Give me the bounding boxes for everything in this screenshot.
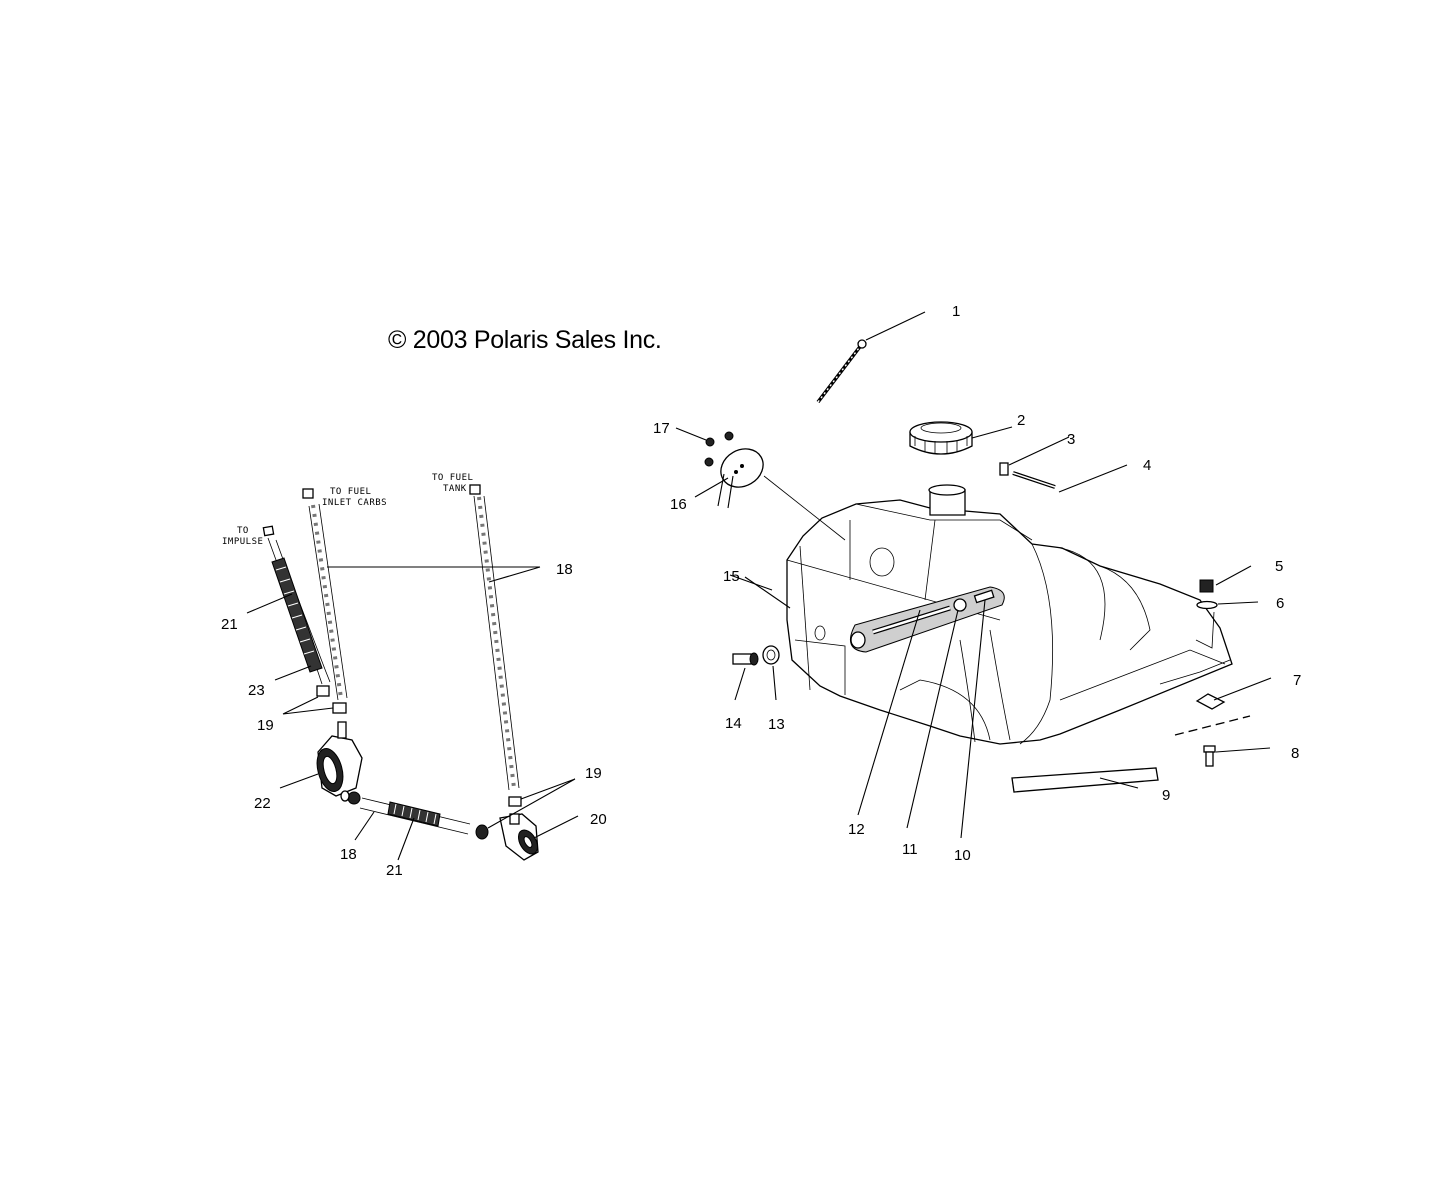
- bolt: [1203, 745, 1216, 767]
- callout-16: 16: [670, 496, 687, 513]
- impulse-hose: [262, 525, 331, 685]
- inlet-note-line1: TO FUEL: [330, 487, 371, 497]
- tank-note-line2: TANK: [443, 484, 467, 494]
- callout-15: 15: [723, 568, 740, 585]
- callout-13: 13: [768, 716, 785, 733]
- callout-9: 9: [1162, 787, 1170, 804]
- fitting-19b: [332, 702, 347, 714]
- callout-1: 1: [952, 303, 960, 320]
- fitting-19d: [475, 824, 489, 840]
- strap: [1011, 767, 1159, 793]
- callout-10: 10: [954, 847, 971, 864]
- tank-note-line1: TO FUEL: [432, 473, 473, 483]
- callout-17: 17: [653, 420, 670, 437]
- impulse-spring: [271, 557, 323, 673]
- callout-23: 23: [248, 682, 265, 699]
- lower-hose: [359, 797, 471, 835]
- fuel-valve: [499, 813, 539, 861]
- drain-plug: [732, 652, 759, 666]
- callout-22: 22: [254, 795, 271, 812]
- fuel-gauge: [816, 311, 926, 404]
- impulse-note-line2: IMPULSE: [222, 537, 263, 547]
- nut: [1199, 579, 1214, 593]
- callout-3: 3: [1067, 431, 1075, 448]
- callout-18-bottom: 18: [340, 846, 357, 863]
- plate: [1195, 693, 1226, 710]
- fuel-tank-assembly: [675, 311, 1272, 839]
- callout-18-top: 18: [556, 561, 573, 578]
- callout-14: 14: [725, 715, 742, 732]
- callout-11: 11: [902, 841, 918, 858]
- callout-2: 2: [1017, 412, 1025, 429]
- callout-6: 6: [1276, 595, 1284, 612]
- callout-19-left: 19: [257, 717, 274, 734]
- fuel-pump: [316, 721, 363, 805]
- callout-20: 20: [590, 811, 607, 828]
- fitting-19c: [508, 796, 522, 807]
- fitting-19a: [316, 685, 330, 697]
- fuel-cap: [909, 421, 1013, 455]
- washer: [762, 645, 780, 665]
- impulse-note-line1: TO: [237, 526, 249, 536]
- callout-4: 4: [1143, 457, 1151, 474]
- fuel-tank-hose: [469, 484, 520, 791]
- callout-12: 12: [848, 821, 865, 838]
- callout-5: 5: [1275, 558, 1283, 575]
- copyright-notice: © 2003 Polaris Sales Inc.: [388, 326, 662, 354]
- callout-7: 7: [1293, 672, 1301, 689]
- callout-8: 8: [1291, 745, 1299, 762]
- screws: [704, 431, 734, 467]
- lock-washer: [1196, 600, 1218, 610]
- fuel-tank: [786, 484, 1233, 745]
- inlet-note-line2: INLET CARBS: [322, 498, 387, 508]
- vent-fitting: [999, 462, 1009, 476]
- callout-21-bottom: 21: [386, 862, 403, 879]
- callout-21-top: 21: [221, 616, 238, 633]
- fuel-line-assembly: [246, 484, 579, 861]
- fuel-sender: [717, 448, 846, 541]
- callout-19-right: 19: [585, 765, 602, 782]
- inlet-carbs-hose: [302, 488, 348, 701]
